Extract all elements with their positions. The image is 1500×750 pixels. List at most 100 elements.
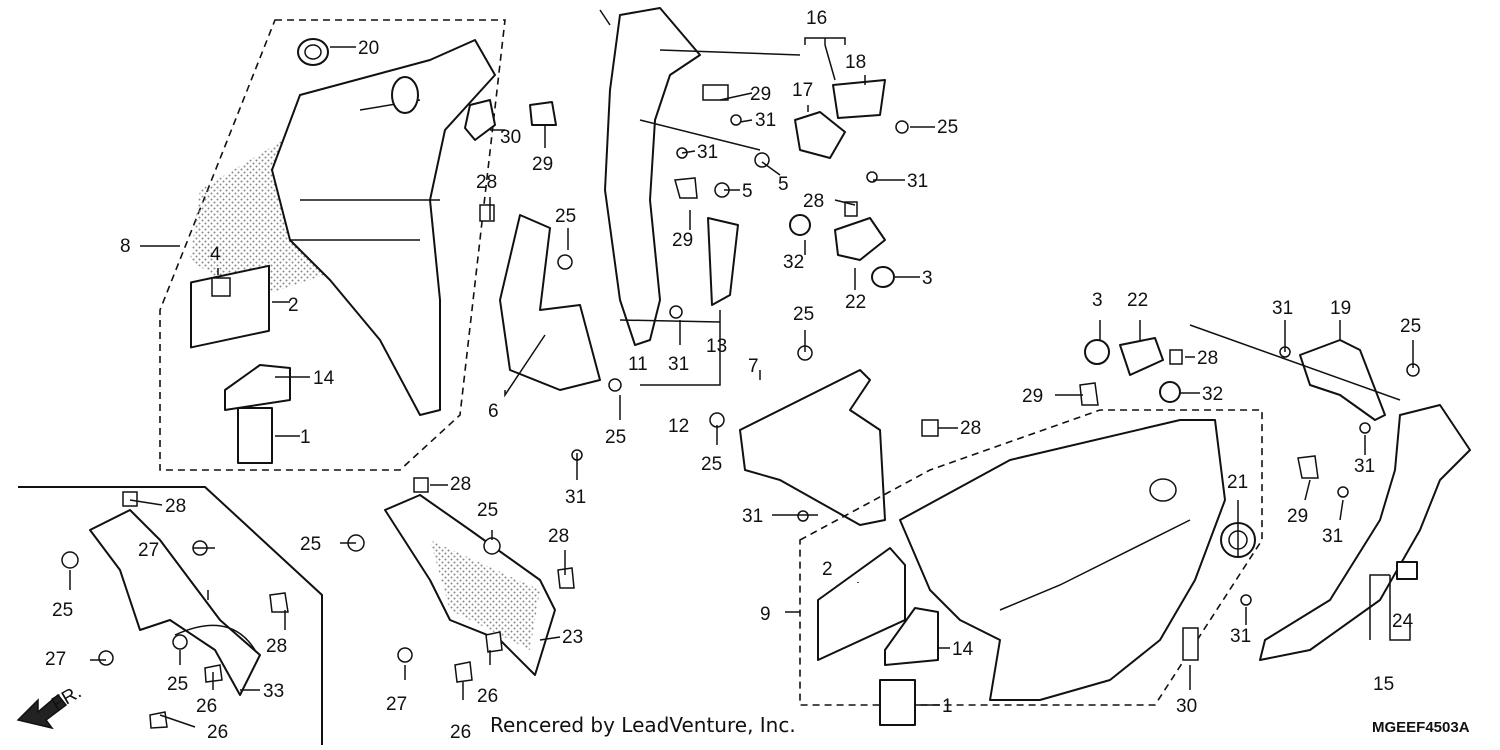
part-2-sticker <box>190 264 270 349</box>
callout-28: 28 <box>803 191 824 212</box>
callout-21: 21 <box>1227 472 1248 493</box>
leader-lines <box>69 9 1414 728</box>
footer-credit: Rencered by LeadVenture, Inc. <box>490 713 796 737</box>
callout-32: 32 <box>783 252 804 273</box>
upper-right-parts <box>674 37 909 288</box>
callout-25: 25 <box>701 454 722 475</box>
callout-32: 32 <box>1202 384 1223 405</box>
group-8-assembly <box>159 19 557 471</box>
callout-11: 11 <box>628 354 648 375</box>
part-14-wedge-b <box>884 607 939 666</box>
callout-25: 25 <box>477 500 498 521</box>
callout-2: 2 <box>288 295 299 316</box>
callout-31: 31 <box>907 171 928 192</box>
callout-27: 27 <box>45 649 66 670</box>
cowl-port <box>391 76 419 114</box>
callout-31: 31 <box>668 354 689 375</box>
group-8-frame <box>159 19 506 471</box>
group-9-frame <box>799 409 1263 706</box>
callout-20: 20 <box>358 38 379 59</box>
callout-33: 33 <box>263 681 284 702</box>
callout-31: 31 <box>1272 298 1293 319</box>
callout-22: 22 <box>845 292 866 313</box>
part-29-clip <box>529 101 557 126</box>
callout-25: 25 <box>605 427 626 448</box>
callout-29: 29 <box>750 84 771 105</box>
callout-29: 29 <box>672 230 693 251</box>
callout-2: 2 <box>822 559 833 580</box>
callout-18: 18 <box>845 52 866 73</box>
callout-15: 15 <box>1373 674 1394 695</box>
inner-cowl-panel <box>271 39 496 416</box>
callout-25: 25 <box>52 600 73 621</box>
callout-28: 28 <box>960 418 981 439</box>
callout-25: 25 <box>555 206 576 227</box>
callout-14: 14 <box>313 368 335 389</box>
callout-8: 8 <box>120 236 131 257</box>
part-33-duct <box>89 509 261 696</box>
callout-28: 28 <box>450 474 471 495</box>
part-13-cover <box>707 217 739 306</box>
callout-26: 26 <box>207 722 228 743</box>
callout-29: 29 <box>1022 386 1043 407</box>
callout-5: 5 <box>742 181 753 202</box>
part-22-bracket-b <box>1119 337 1164 376</box>
callout-31: 31 <box>742 506 763 527</box>
side-cover-panel <box>899 419 1226 701</box>
callout-31: 31 <box>1354 456 1375 477</box>
lower-left-assembly <box>16 486 323 745</box>
callout-6: 6 <box>488 401 499 422</box>
callout-25: 25 <box>793 304 814 325</box>
part-32-bolt <box>789 214 811 236</box>
callout-26: 26 <box>477 686 498 707</box>
callout-23: 23 <box>562 627 583 648</box>
part-30-nut <box>464 99 496 141</box>
callout-28: 28 <box>165 496 186 517</box>
callout-31: 31 <box>697 142 718 163</box>
callout-17: 17 <box>792 80 813 101</box>
part-17-bracket <box>794 111 846 159</box>
callout-26: 26 <box>196 696 217 717</box>
callout-4: 4 <box>210 244 221 265</box>
part-31-screw <box>669 305 683 319</box>
callout-3: 3 <box>1092 290 1103 311</box>
callout-28: 28 <box>476 172 497 193</box>
callout-28: 28 <box>266 636 287 657</box>
center-bracket-parts <box>479 7 739 461</box>
callout-29: 29 <box>532 154 553 175</box>
callout-30: 30 <box>500 127 521 148</box>
part-16-bracket-line <box>804 37 846 45</box>
part-7-panel-group <box>709 345 939 526</box>
callout-31: 31 <box>565 487 586 508</box>
callout-13: 13 <box>706 336 727 357</box>
part-14-wedge <box>224 364 291 411</box>
part-1-pad-b <box>879 679 916 726</box>
diagram-code: MGEEF4503A <box>1372 719 1470 736</box>
callout-29: 29 <box>1287 506 1308 527</box>
callout-5: 5 <box>778 174 789 195</box>
callout-1: 1 <box>942 696 953 717</box>
callout-31: 31 <box>755 110 776 131</box>
callout-1: 1 <box>300 427 311 448</box>
part-30-nut-b <box>1182 627 1199 661</box>
right-parts <box>1084 324 1471 661</box>
callout-19: 19 <box>1330 298 1351 319</box>
callout-3: 3 <box>922 268 933 289</box>
callout-31: 31 <box>1322 526 1343 547</box>
part-24-clip <box>1396 561 1418 580</box>
callout-30: 30 <box>1176 696 1197 717</box>
grille-assembly <box>347 477 575 683</box>
callout-27: 27 <box>386 694 407 715</box>
part-1-pad <box>237 407 273 464</box>
callout-7: 7 <box>748 356 759 377</box>
callout-26: 26 <box>450 722 471 743</box>
callout-28: 28 <box>548 526 569 547</box>
callout-24: 24 <box>1392 611 1414 632</box>
callout-9: 9 <box>760 604 771 625</box>
front-arrow-icon <box>16 693 68 730</box>
part-11-stay <box>604 7 701 346</box>
group-9-assembly <box>799 382 1263 726</box>
side-cover-stripe <box>999 519 1191 611</box>
callout-27: 27 <box>138 540 159 561</box>
